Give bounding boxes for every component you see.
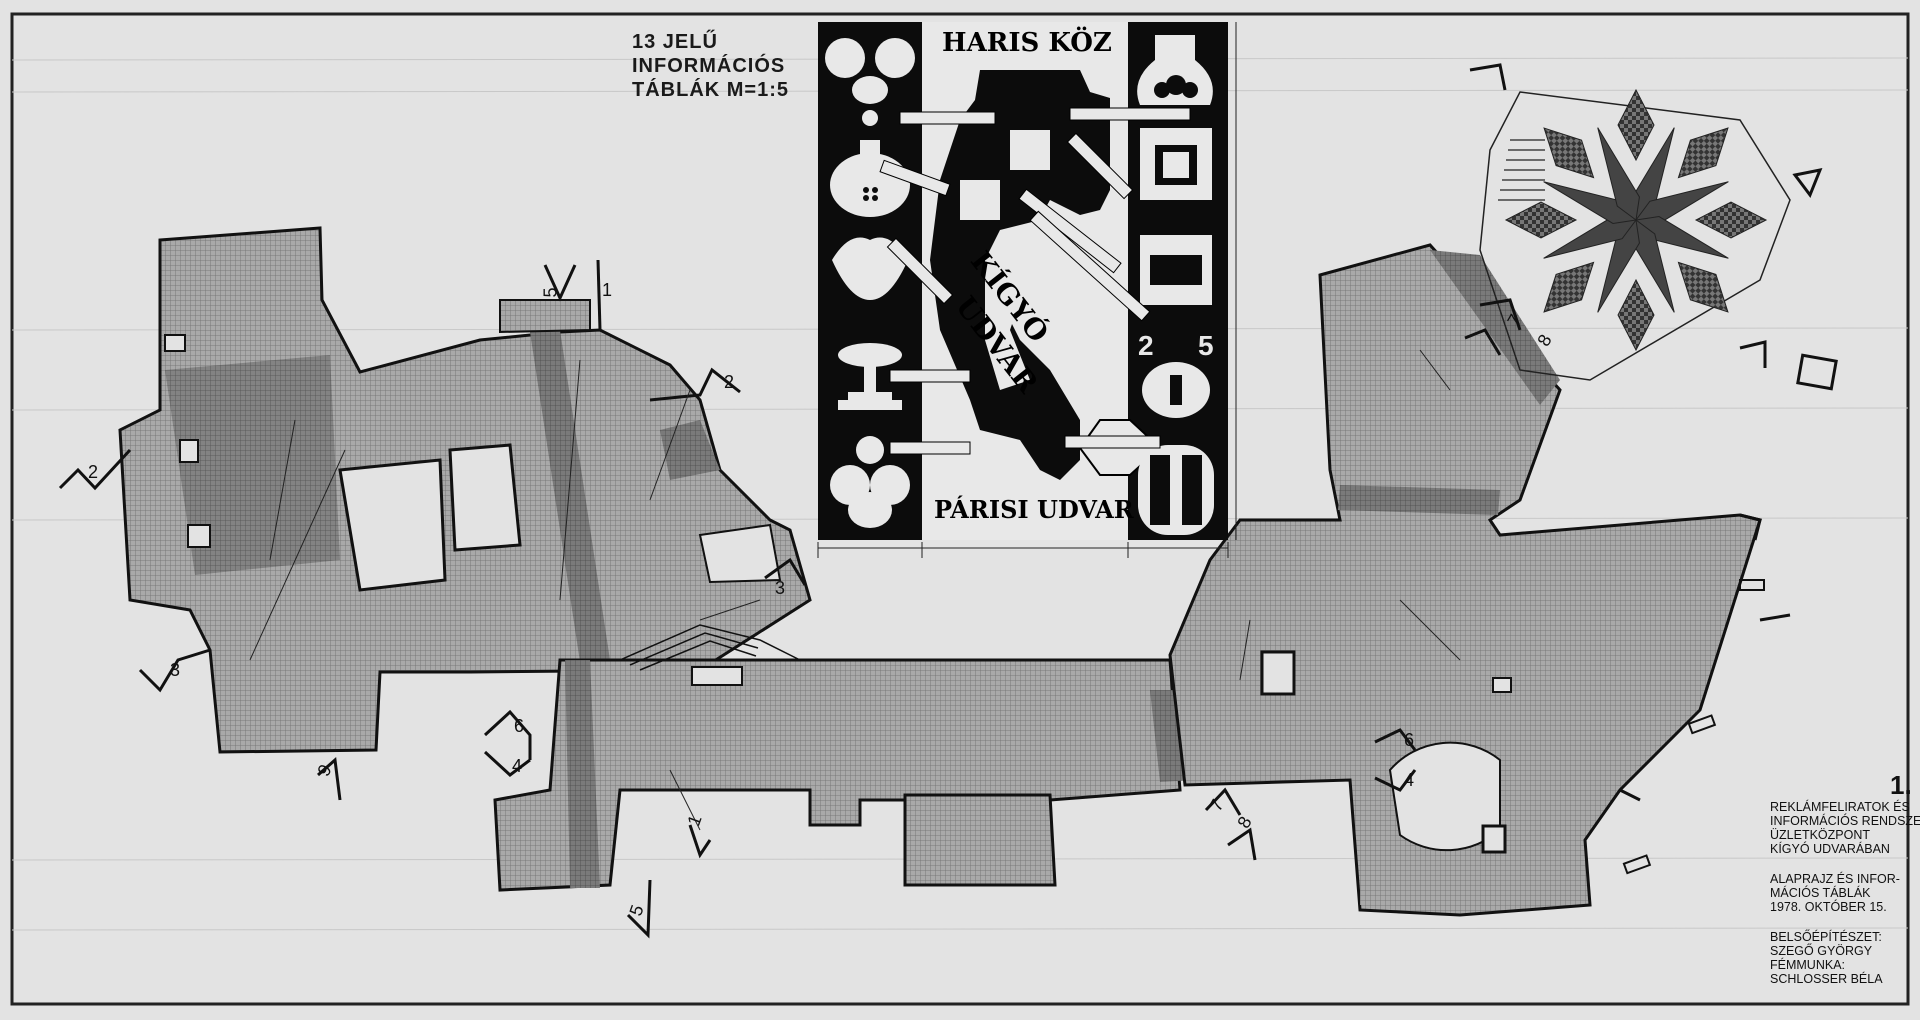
section-cut-marks: [58, 63, 1522, 939]
callout-leaders: [249, 349, 1461, 831]
panel-number-right: 5: [1198, 330, 1214, 361]
section-mark-number: 6: [514, 716, 525, 736]
section-mark-number: 4: [512, 756, 523, 776]
title-line: 1978. OKTÓBER 15.: [1770, 900, 1887, 914]
title-line: ALAPRAJZ ÉS INFOR-: [1770, 872, 1900, 886]
information-panel: [818, 22, 1228, 540]
left-wing-plan: [118, 226, 812, 754]
title-line: BELSŐÉPÍTÉSZET:: [1770, 930, 1882, 944]
title-line: KÍGYÓ UDVARÁBAN: [1770, 842, 1890, 856]
title-line: REKLÁMFELIRATOK ÉS: [1770, 800, 1910, 814]
heading-line-3: TÁBLÁK M=1:5: [632, 79, 790, 101]
heading-line-1: 13 JELŰ: [632, 31, 718, 53]
drawing-title: ALAPRAJZ ÉS INFOR- MÁCIÓS TÁBLÁK 1978. O…: [1770, 872, 1910, 914]
title-line: ÜZLETKÖZPONT: [1770, 828, 1871, 842]
drawing-heading: 13 JELŰ INFORMÁCIÓS TÁBLÁK M=1:5: [632, 30, 789, 102]
sheet-number: 1.: [1890, 770, 1912, 800]
panel-title-parisi-udvar: PÁRISI UDVAR: [934, 495, 1134, 524]
title-line: FÉMMUNKA:: [1770, 958, 1845, 972]
title-line: INFORMÁCIÓS RENDSZER A BELVÁROSI: [1770, 814, 1920, 828]
panel-title-haris-koz: HARIS KÖZ: [942, 28, 1112, 58]
section-mark-number: 3: [170, 660, 181, 680]
project-title: REKLÁMFELIRATOK ÉS INFORMÁCIÓS RENDSZER …: [1770, 800, 1920, 856]
star-octagon-detail: [1479, 88, 1838, 391]
sheet-border: [10, 12, 1910, 1006]
section-mark-number: 4: [1404, 770, 1415, 790]
heading-line-2: INFORMÁCIÓS: [632, 55, 786, 77]
title-line: SZEGŐ GYÖRGY: [1770, 944, 1873, 958]
title-line: MÁCIÓS TÁBLÁK: [1770, 886, 1871, 900]
credits: BELSŐÉPÍTÉSZET: SZEGŐ GYÖRGY FÉMMUNKA: S…: [1770, 930, 1910, 986]
section-mark-number: 1: [602, 280, 613, 300]
section-mark-number: 3: [775, 578, 786, 598]
section-mark-number: 5: [540, 287, 561, 298]
section-mark-number: 6: [1404, 730, 1415, 750]
title-line: SCHLOSSER BÉLA: [1770, 972, 1883, 986]
right-wing-plan: [1168, 243, 1791, 917]
section-mark-number: 2: [88, 462, 99, 482]
section-mark-number: 2: [724, 372, 735, 392]
central-corridor-plan: [493, 624, 1195, 892]
panel-dimension-line: [817, 22, 1237, 558]
panel-number-left: 2: [1138, 330, 1154, 361]
title-block: REKLÁMFELIRATOK ÉS INFORMÁCIÓS RENDSZER …: [1770, 800, 1920, 1002]
